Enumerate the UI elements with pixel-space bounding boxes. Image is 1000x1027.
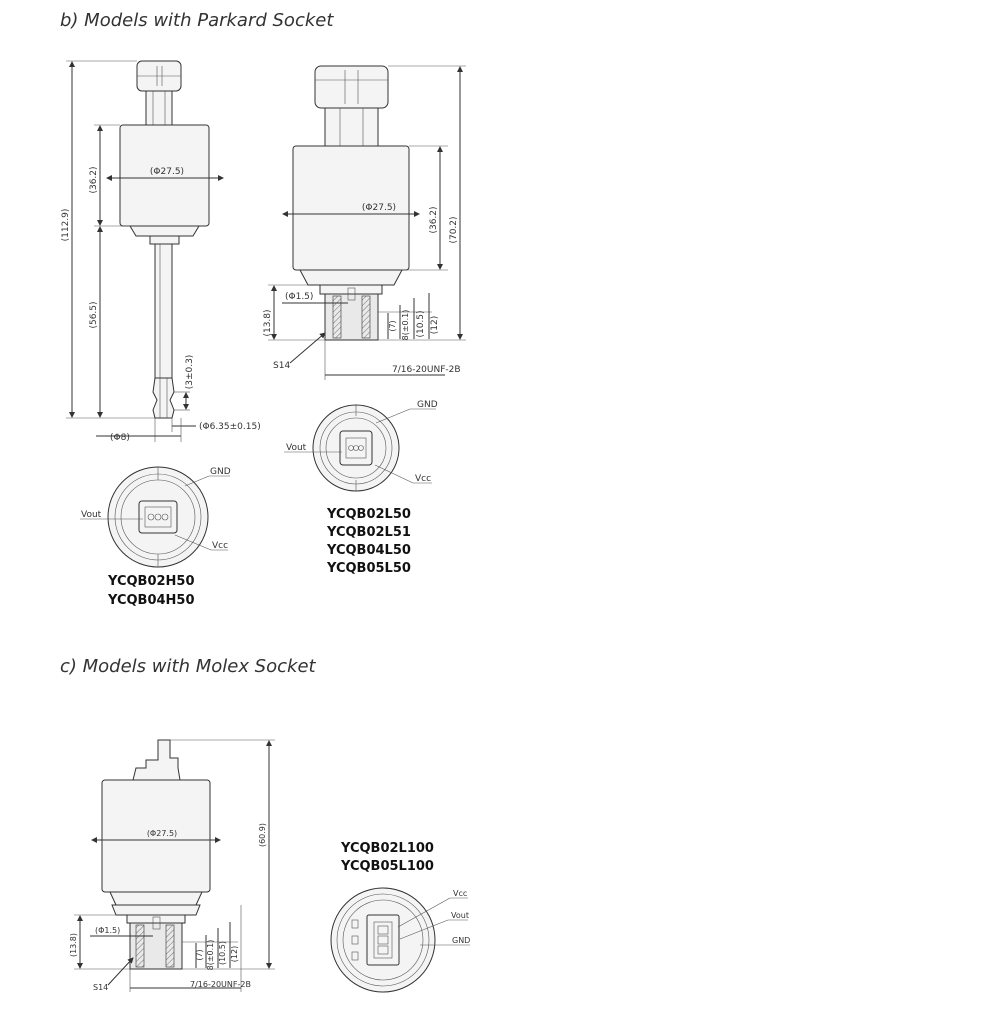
h50-connector-neck [145, 90, 173, 127]
l100-model-1: YCQB02L100 [340, 841, 434, 856]
l50-model-1: YCQB02L50 [326, 507, 411, 522]
l100-side-view: (Φ27.5) (60.9) (13.8) (Φ1.5) S14 7/16-20… [69, 739, 275, 992]
l50-dim-10-5: (10.5) [416, 310, 426, 337]
l50-connector-top-view: GND Vout Vcc [284, 400, 438, 492]
h50-connector-top-view: GND Vout Vcc [80, 466, 231, 568]
l100-pin-gnd: GND [452, 936, 470, 945]
l50-dim-body-height: (36.2) [429, 206, 439, 233]
l100-dim-7: (7) [195, 949, 204, 960]
l50-dim-wrench: S14 [273, 361, 290, 371]
l100-dim-8: 8(±0.1) [206, 940, 215, 971]
l50-model-4: YCQB05L50 [326, 561, 411, 576]
l100-dim-12: (12) [230, 946, 239, 962]
h50-dim-tube-length: (56.5) [89, 301, 99, 328]
h50-socket [138, 500, 178, 534]
l100-dim-total-height: (60.9) [258, 823, 267, 847]
l100-dim-orifice: (Φ1.5) [95, 926, 120, 935]
l50-dim-orifice: (Φ1.5) [285, 292, 313, 302]
h50-dim-diameter: (Φ27.5) [150, 167, 184, 177]
l50-side-view: (Φ27.5) (36.2) (70.2) (13.8) (Φ1.5) S14 … [263, 65, 466, 380]
l100-model-2: YCQB05L100 [340, 859, 434, 874]
h50-dim-tip-length: (3±0.3) [185, 355, 195, 390]
h50-dim-total-height: (112.9) [61, 209, 71, 242]
l100-dim-wrench: S14 [93, 983, 108, 992]
h50-probe-tube [154, 243, 173, 379]
l50-socket [339, 430, 373, 466]
h50-probe-tip [152, 377, 175, 419]
l50-dim-7: (7) [388, 320, 397, 331]
l50-dim-diameter: (Φ27.5) [362, 203, 396, 213]
l50-pin-vcc: Vcc [415, 474, 431, 484]
l100-dim-10-5: (10.5) [218, 941, 227, 965]
l50-dim-total-height: (70.2) [449, 216, 459, 243]
l100-connector-tab [132, 739, 181, 781]
h50-side-view: (112.9) (36.2) (56.5) (Φ27.5) (3±0.3) (Φ… [61, 60, 261, 443]
l50-dim-thread: 7/16-20UNF-2B [392, 365, 461, 375]
h50-dim-body-height: (36.2) [89, 166, 99, 193]
h50-pin-vcc: Vcc [212, 541, 228, 551]
l50-pin-gnd: GND [417, 400, 438, 410]
l100-pin-vout: Vout [451, 911, 469, 920]
h50-dim-port-diameter: (Φ8) [110, 433, 130, 443]
section-c-heading: c) Models with Molex Socket [60, 656, 316, 677]
l100-dim-fitting-height: (13.8) [69, 933, 78, 957]
l100-dim-thread: 7/16-20UNF-2B [190, 980, 251, 989]
h50-pin-gnd: GND [210, 467, 231, 477]
l100-dim-diameter: (Φ27.5) [147, 829, 177, 838]
h50-model-1: YCQB02H50 [107, 574, 195, 589]
l100-connector-top-view: Vcc Vout GND [330, 887, 470, 993]
l50-neck [324, 107, 379, 147]
section-b-heading: b) Models with Parkard Socket [60, 10, 334, 31]
l50-model-3: YCQB04L50 [326, 543, 411, 558]
l50-connector-cap [314, 65, 389, 109]
l50-pin-vout: Vout [286, 443, 307, 453]
l50-model-2: YCQB02L51 [326, 525, 411, 540]
l50-dim-12: (12) [430, 316, 440, 334]
l100-pin-vcc: Vcc [453, 889, 467, 898]
h50-pin-vout: Vout [81, 510, 102, 520]
h50-model-2: YCQB04H50 [107, 593, 195, 608]
h50-dim-tip-diameter: (Φ6.35±0.15) [199, 422, 261, 432]
l50-dim-8: 8(±0.1) [401, 310, 410, 341]
l100-socket [366, 914, 400, 966]
l50-dim-fitting-height: (13.8) [263, 309, 273, 336]
